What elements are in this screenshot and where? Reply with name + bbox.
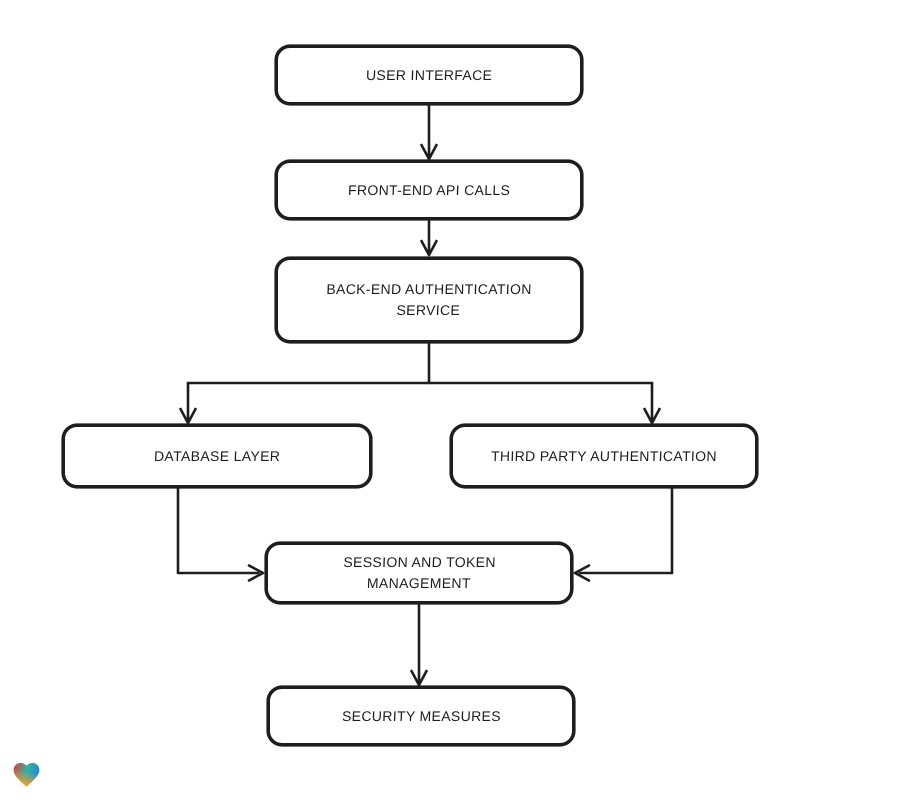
node-session-and-token-management[interactable]: SESSION AND TOKEN MANAGEMENT <box>265 542 573 604</box>
edge-session-to-security <box>410 602 428 687</box>
edge-backend-auth-split <box>179 341 661 425</box>
arrowhead-left-icon <box>573 564 591 582</box>
node-label: DATABASE LAYER <box>153 447 281 464</box>
edge-frontend-api-to-backend-auth <box>420 218 438 257</box>
node-label: FRONT-END API CALLS <box>347 181 511 198</box>
node-label: USER INTERFACE <box>365 66 493 83</box>
edge-user-interface-to-frontend-api <box>420 103 438 161</box>
arrowhead-down-icon <box>420 239 438 257</box>
node-label: SECURITY MEASURES <box>341 707 501 724</box>
node-database-layer[interactable]: DATABASE LAYER <box>62 424 372 488</box>
heart-logo-icon <box>13 762 40 787</box>
node-backend-authentication-service[interactable]: BACK-END AUTHENTICATION SERVICE <box>275 257 583 343</box>
arrowhead-down-icon <box>179 407 197 425</box>
node-third-party-authentication[interactable]: THIRD PARTY AUTHENTICATION <box>450 424 758 488</box>
arrowhead-down-icon <box>420 143 438 161</box>
node-security-measures[interactable]: SECURITY MEASURES <box>267 686 575 746</box>
arrowhead-down-icon <box>643 407 661 425</box>
node-label: SESSION AND TOKEN MANAGEMENT <box>342 554 496 591</box>
edge-database-to-session <box>176 486 265 582</box>
node-user-interface[interactable]: USER INTERFACE <box>275 45 583 105</box>
node-label: THIRD PARTY AUTHENTICATION <box>490 447 718 464</box>
edge-third-party-to-session <box>573 486 674 582</box>
node-frontend-api-calls[interactable]: FRONT-END API CALLS <box>275 160 583 220</box>
arrowhead-down-icon <box>410 669 428 687</box>
node-label: BACK-END AUTHENTICATION SERVICE <box>326 281 533 318</box>
arrowhead-right-icon <box>247 564 265 582</box>
